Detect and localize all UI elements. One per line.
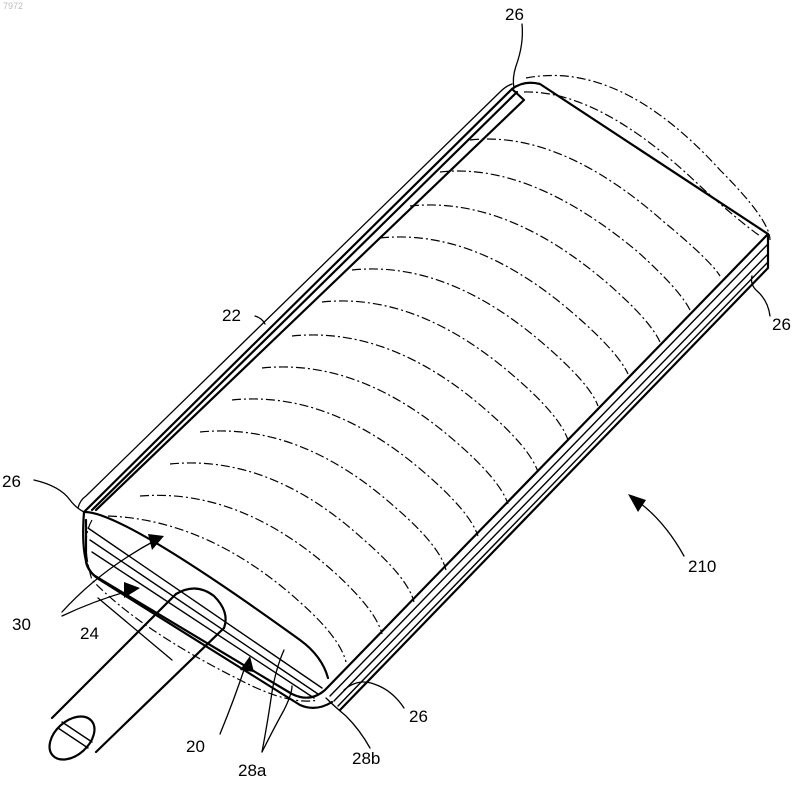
ref-22: 22 xyxy=(222,306,241,325)
bracket-24 xyxy=(98,598,172,660)
outer-boundary-bottom xyxy=(86,520,318,701)
electrode-stack xyxy=(83,83,768,710)
rod-end-mark xyxy=(58,728,88,748)
arrow-30-upper xyxy=(148,534,164,550)
top-roll-edge xyxy=(96,89,524,510)
layer-line-1 xyxy=(330,244,768,696)
rod-end-mark-2 xyxy=(62,722,92,742)
ref-28b: 28b xyxy=(352,749,380,768)
ref-210: 210 xyxy=(688,557,716,576)
leader-26-left xyxy=(34,480,84,512)
arrow-210 xyxy=(628,494,646,512)
leader-26-top xyxy=(513,24,522,88)
ref-26-top: 26 xyxy=(505,5,524,24)
rod-lower-edge xyxy=(96,628,224,752)
corner-id: 7972 xyxy=(3,1,23,11)
top-edge-inner xyxy=(92,92,517,510)
ref-24: 24 xyxy=(80,624,99,643)
ref-26-bottom: 26 xyxy=(409,707,428,726)
ref-28a: 28a xyxy=(238,761,267,780)
ref-20: 20 xyxy=(186,737,205,756)
layer-line-2 xyxy=(334,254,768,701)
arrow-30-lower xyxy=(124,582,140,598)
ref-26-right: 26 xyxy=(772,315,791,334)
leader-20 xyxy=(220,664,246,734)
ref-26-left: 26 xyxy=(2,472,21,491)
bracket-22 xyxy=(78,84,512,508)
stack-front-edge xyxy=(84,512,328,678)
layer-line-3 xyxy=(338,262,768,706)
leader-30-upper xyxy=(62,540,156,612)
leader-210 xyxy=(636,500,684,556)
ref-30: 30 xyxy=(12,615,31,634)
leader-lines xyxy=(34,24,770,752)
front-bottom-edge xyxy=(86,520,332,708)
rod-top-cap xyxy=(176,588,226,628)
front-layer-2 xyxy=(90,540,318,694)
leader-28b xyxy=(326,698,370,748)
reference-labels: 26 26 26 26 22 210 30 24 20 28a 28b xyxy=(2,5,791,780)
